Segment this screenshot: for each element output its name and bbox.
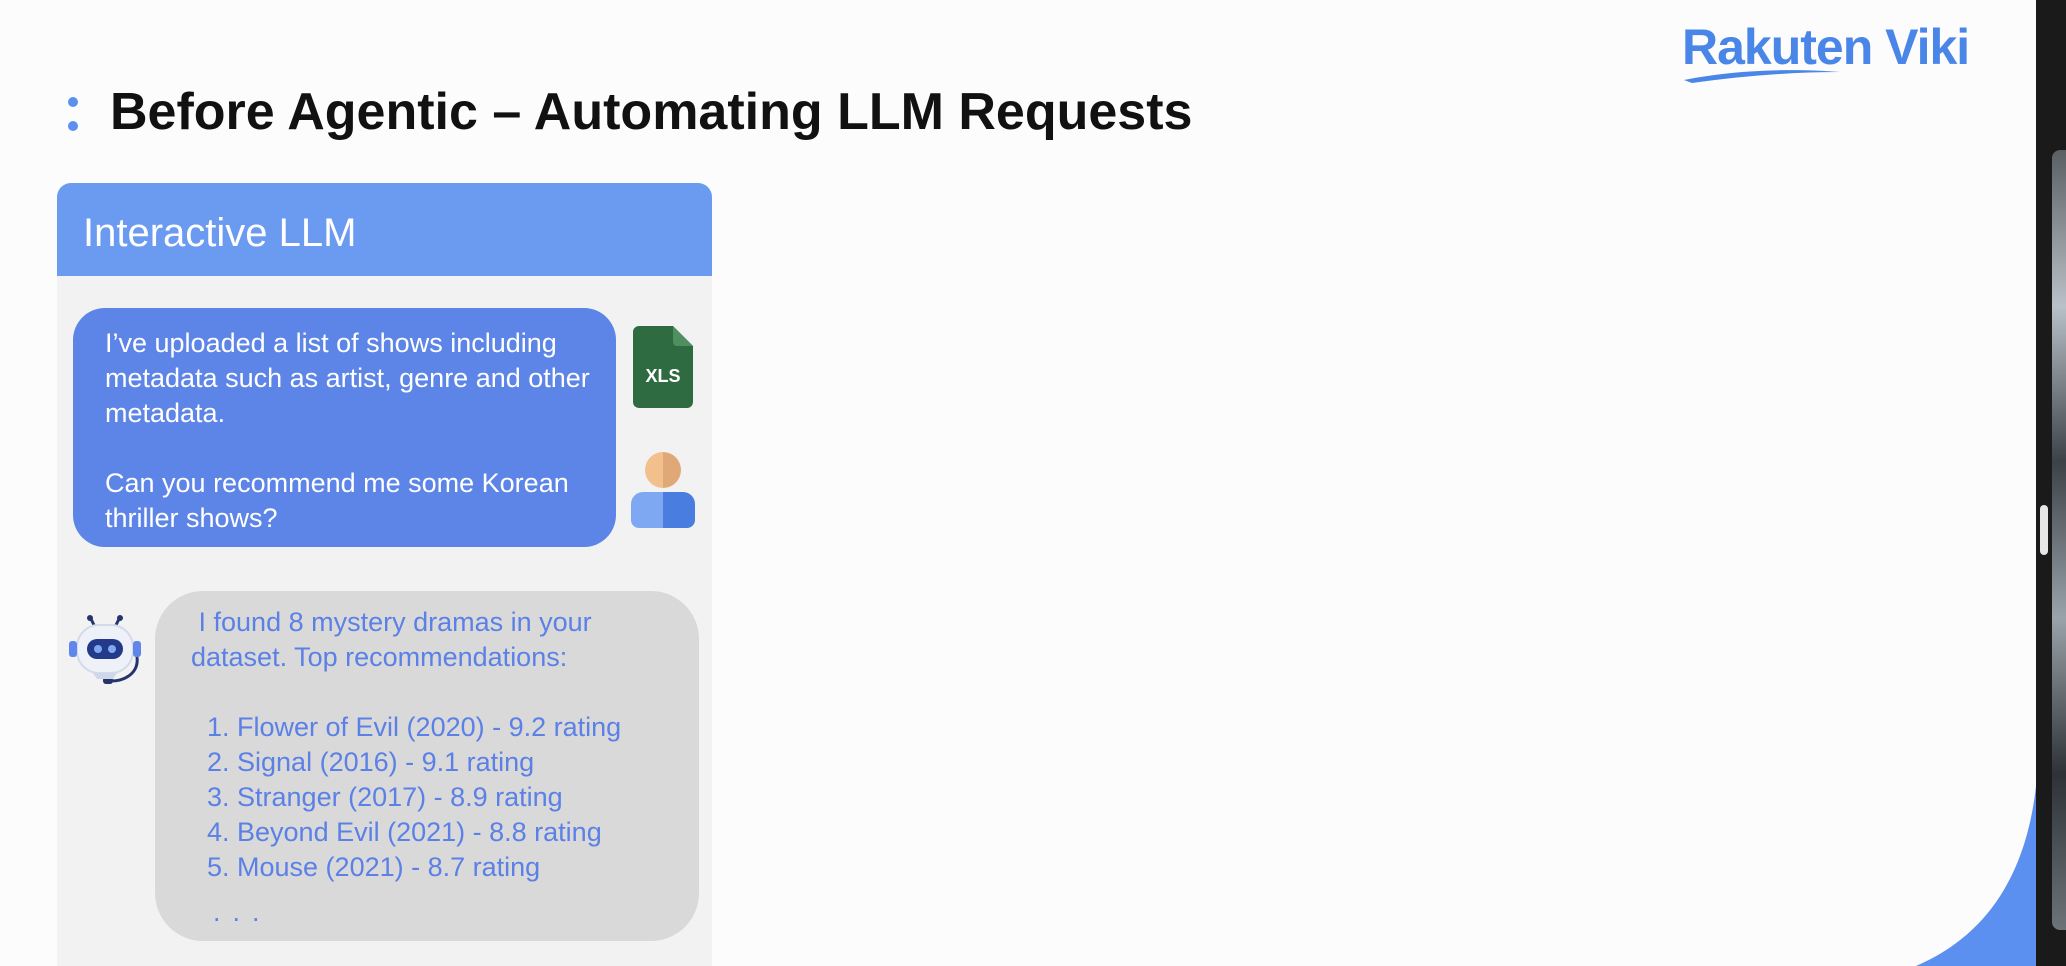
user-avatar-icon [631, 452, 695, 528]
title-bullet-icon [68, 97, 78, 131]
xls-label: XLS [645, 366, 680, 386]
slide-title: Before Agentic – Automating LLM Requests [110, 83, 1193, 141]
rakuten-viki-logo: Rakuten Viki [1682, 18, 1970, 83]
recommendation-item: 1. Flower of Evil (2020) - 9.2 rating [207, 712, 622, 742]
xls-file-icon: XLS [633, 326, 693, 408]
user-message-question: Can you recommend me some Korean thrille… [105, 468, 569, 533]
assistant-message-bubble: I found 8 mystery dramas in your dataset… [155, 591, 699, 941]
adjacent-window-edge [2036, 0, 2066, 966]
recommendation-item: 4. Beyond Evil (2021) - 8.8 rating [207, 817, 602, 847]
robot-assistant-icon [69, 615, 141, 684]
interactive-llm-panel: Interactive LLM I’ve uploaded a list of … [57, 183, 712, 966]
recommendation-item: 3. Stranger (2017) - 8.9 rating [207, 782, 563, 812]
adjacent-video-thumbnail [2052, 150, 2066, 930]
user-message-bubble: I’ve uploaded a list of shows including … [73, 308, 616, 547]
assistant-message-intro: I found 8 mystery dramas in your dataset… [191, 607, 600, 672]
corner-accent-shape [1916, 786, 2036, 966]
scrollbar-thumb[interactable] [2040, 505, 2048, 555]
panel-header: Interactive LLM [57, 183, 712, 276]
logo-text: Rakuten Viki [1682, 19, 1970, 75]
recommendation-item: 5. Mouse (2021) - 8.7 rating [207, 852, 541, 882]
recommendation-item: 2. Signal (2016) - 9.1 rating [207, 747, 535, 777]
recommendation-list: 1. Flower of Evil (2020) - 9.2 rating 2.… [207, 710, 679, 885]
logo-swoosh-icon [1684, 70, 1840, 83]
user-message-text: I’ve uploaded a list of shows including … [105, 328, 590, 428]
more-ellipsis: ... [213, 897, 272, 927]
